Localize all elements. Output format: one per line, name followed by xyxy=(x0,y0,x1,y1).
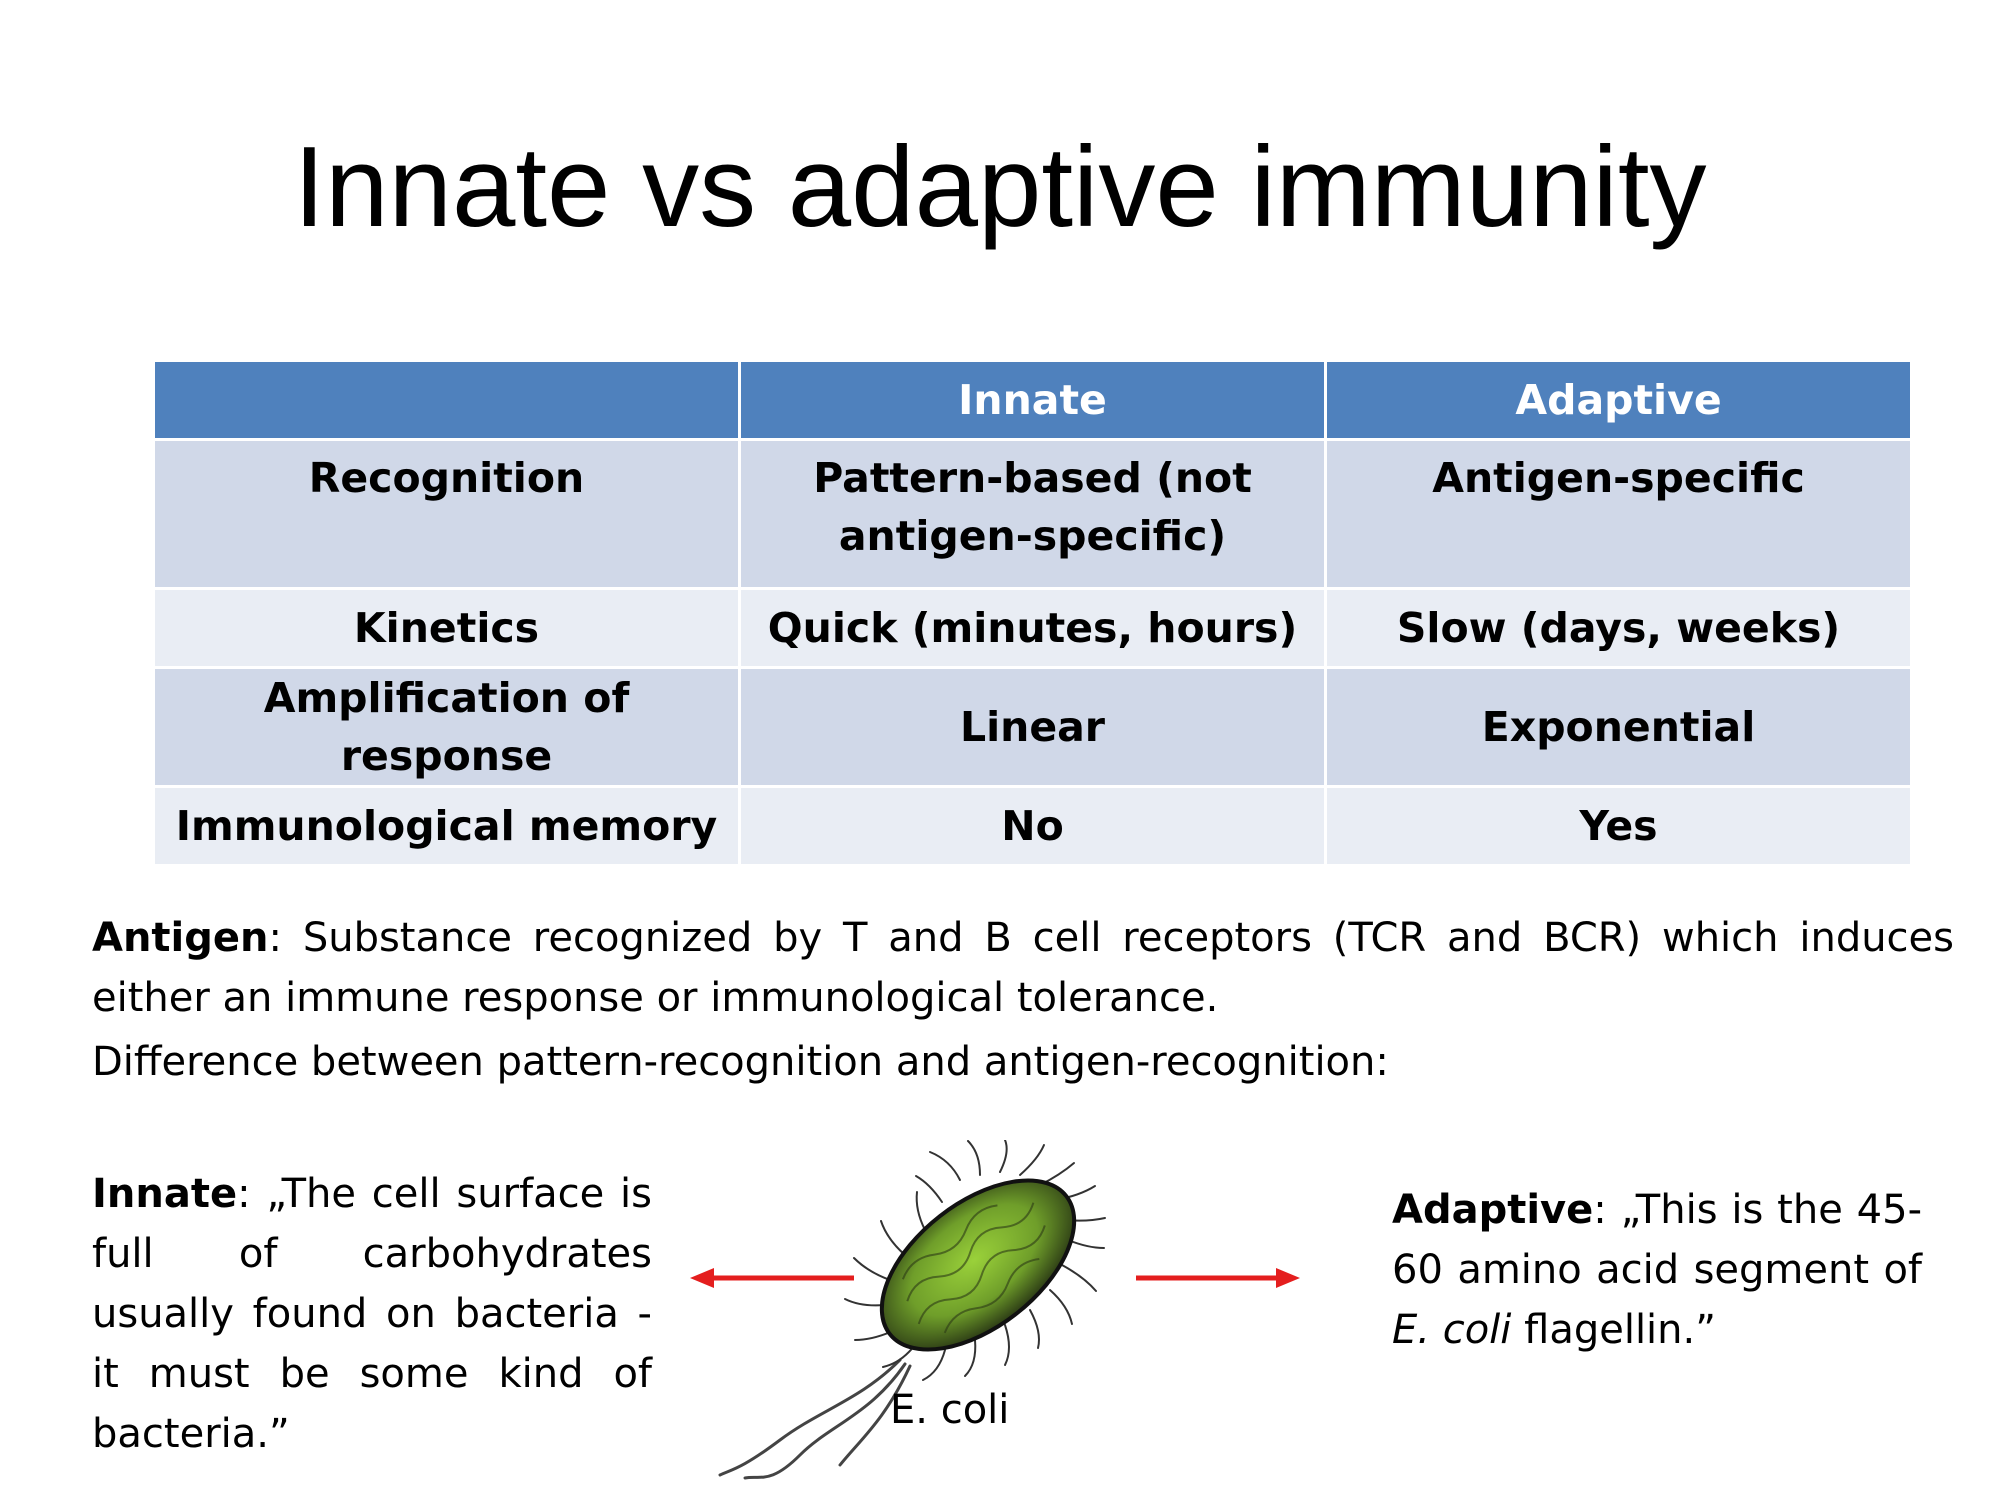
row-label: Amplification of response xyxy=(152,666,741,788)
difference-text: Difference between pattern-recognition a… xyxy=(92,1039,1389,1085)
right-arrow-icon xyxy=(1136,1268,1300,1288)
header-cell-empty xyxy=(152,359,741,441)
comparison-table: Innate Adaptive Recognition Pattern-base… xyxy=(152,359,1913,867)
adaptive-cell: Yes xyxy=(1324,785,1913,867)
header-cell-adaptive: Adaptive xyxy=(1324,359,1913,441)
adaptive-cell: Antigen-specific xyxy=(1324,438,1913,590)
row-label: Recognition xyxy=(152,438,741,590)
adaptive-term: Adaptive xyxy=(1392,1187,1594,1233)
adaptive-cell: Slow (days, weeks) xyxy=(1324,587,1913,669)
header-cell-innate: Innate xyxy=(738,359,1327,441)
definition-term: Antigen xyxy=(92,915,269,961)
adaptive-cell: Exponential xyxy=(1324,666,1913,788)
innate-quote: Innate: „The cell surface is full of car… xyxy=(92,1164,652,1464)
table-header-row: Innate Adaptive xyxy=(152,359,1913,441)
antigen-definition: Antigen: Substance recognized by T and B… xyxy=(92,908,1954,1028)
table-row: Kinetics Quick (minutes, hours) Slow (da… xyxy=(152,587,1913,669)
innate-cell: Linear xyxy=(738,666,1327,788)
table-row: Amplification of response Linear Exponen… xyxy=(152,666,1913,788)
definition-text: : Substance recognized by T and B cell r… xyxy=(92,915,1954,1021)
adaptive-quote-italic: E. coli xyxy=(1392,1307,1512,1353)
adaptive-quote-text-before: : „This is the 45-60 amino acid segment … xyxy=(1392,1187,1922,1293)
left-arrow-icon xyxy=(690,1268,854,1288)
innate-cell: Pattern-based (not antigen-specific) xyxy=(738,438,1327,590)
innate-quote-text: : „The cell surface is full of carbohydr… xyxy=(92,1171,652,1457)
innate-term: Innate xyxy=(92,1171,238,1217)
row-label: Kinetics xyxy=(152,587,741,669)
adaptive-quote: Adaptive: „This is the 45-60 amino acid … xyxy=(1392,1180,1922,1360)
row-label: Immunological memory xyxy=(152,785,741,867)
e-coli-label: E. coli xyxy=(890,1387,1010,1433)
adaptive-quote-text-after: flagellin.” xyxy=(1511,1307,1716,1353)
table-row: Recognition Pattern-based (not antigen-s… xyxy=(152,438,1913,590)
e-coli-bacterium-icon xyxy=(718,1140,1106,1480)
innate-cell: Quick (minutes, hours) xyxy=(738,587,1327,669)
innate-cell: No xyxy=(738,785,1327,867)
table-row: Immunological memory No Yes xyxy=(152,785,1913,867)
slide-title: Innate vs adaptive immunity xyxy=(293,124,1707,251)
